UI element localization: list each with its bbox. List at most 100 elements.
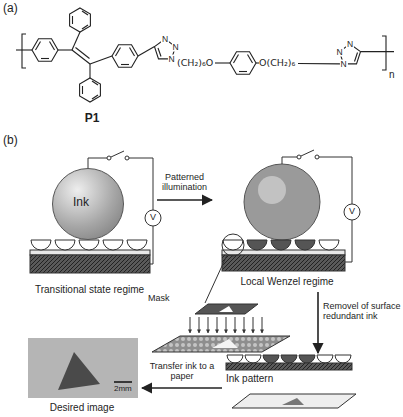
ring-double-bond <box>121 64 129 65</box>
panel-caption: Ink pattern <box>226 373 306 385</box>
benzene-ring <box>230 52 256 75</box>
ring-double-bond <box>355 53 358 62</box>
leader-line <box>205 255 227 303</box>
single-bond <box>90 56 112 64</box>
benzene-ring <box>80 78 101 102</box>
voltmeter-symbol <box>145 210 161 226</box>
ring-double-bond <box>82 86 83 94</box>
printed-pattern <box>282 398 304 405</box>
circuit-wire <box>129 158 153 210</box>
micro-cup <box>223 240 243 250</box>
single-bond <box>58 49 72 50</box>
ring-double-bond <box>41 58 49 59</box>
micro-cup <box>319 240 339 250</box>
ring-double-bond <box>36 42 41 51</box>
substrate-layer <box>30 250 150 255</box>
single-bond <box>215 62 230 63</box>
illuminated-area <box>212 339 238 348</box>
regime-panel: Transitional state regime Ink <box>22 152 157 300</box>
regime-panel: Local Wenzel regime <box>212 152 362 292</box>
meter-label: V <box>150 213 156 222</box>
switch-lever <box>111 151 124 157</box>
voltmeter-symbol <box>344 204 360 220</box>
polymer-bracket <box>22 34 26 68</box>
micro-cup <box>103 240 123 250</box>
panel-caption: Desired image <box>22 402 142 414</box>
light-ray <box>262 317 263 333</box>
benzene-ring <box>112 45 138 68</box>
panel-caption: Transitional state regime <box>22 284 157 296</box>
light-ray <box>244 317 245 333</box>
filled-cup <box>295 240 315 250</box>
photo-mask <box>195 304 258 314</box>
single-bond <box>256 62 259 63</box>
benzene-ring <box>70 8 91 32</box>
ring-double-bond <box>92 81 98 85</box>
ring-double-bond <box>248 55 253 64</box>
switch-contact <box>297 155 301 159</box>
process-arrow <box>157 199 212 201</box>
ring-double-bond <box>158 48 161 57</box>
filled-cup <box>263 355 279 363</box>
single-bond <box>138 47 155 56</box>
photo <box>28 338 138 398</box>
ring-double-bond <box>234 55 239 64</box>
micro-cup <box>227 355 243 363</box>
circuit-wire <box>150 226 153 264</box>
scale-bar <box>114 381 132 383</box>
mask-label: Mask <box>148 294 170 303</box>
substrate <box>222 255 345 271</box>
atom-label: N <box>339 59 347 68</box>
switch-lever <box>301 150 314 156</box>
filled-cup <box>299 355 315 363</box>
repeat-index: n <box>389 70 395 81</box>
zoom-circle <box>222 234 244 256</box>
ink-droplet: Ink <box>52 168 124 240</box>
printed-triangle <box>58 352 100 390</box>
atom-label: N <box>161 35 169 44</box>
single-bond <box>298 63 340 65</box>
micro-cup <box>127 240 147 250</box>
substrate <box>30 255 150 273</box>
pattern-panel: Ink pattern <box>222 353 360 413</box>
single-bond <box>361 51 395 52</box>
ring-double-bond <box>72 16 73 24</box>
droplet-label: Ink <box>59 196 103 210</box>
light-ray <box>208 317 209 333</box>
single-bond <box>16 49 32 50</box>
atom-label: N <box>335 47 343 56</box>
switch-contact <box>107 156 111 160</box>
circuit-wire <box>282 157 297 164</box>
paper-sheet <box>232 394 356 408</box>
meter-label: V <box>349 207 355 216</box>
benzene-ring <box>32 39 58 62</box>
circuit-wire <box>345 220 352 262</box>
ring-double-bond <box>82 11 88 15</box>
micro-cup <box>55 240 75 250</box>
filled-cup <box>281 355 297 363</box>
circuit-wire <box>88 158 107 168</box>
process-arrow <box>142 387 222 389</box>
process-arrow <box>317 292 319 353</box>
ring-double-bond <box>239 71 247 72</box>
filled-cup <box>271 240 291 250</box>
panel-letter: (b) <box>3 134 18 147</box>
micro-cup <box>317 355 333 363</box>
ring-double-bond <box>50 42 55 51</box>
ring-double-bond <box>92 95 98 99</box>
ring-double-bond <box>130 48 135 57</box>
atom-label: N <box>346 40 354 49</box>
chain-label: (CH₂)₆O <box>177 58 213 68</box>
scale-label: 2mm <box>114 385 132 393</box>
light-ray <box>199 317 200 333</box>
image-panel: Desired image <box>22 336 142 416</box>
atom-label: N <box>167 54 175 63</box>
atom-label: N <box>171 42 179 51</box>
mask-opening <box>219 306 233 312</box>
double-bond <box>76 48 90 59</box>
micro-cup <box>79 240 99 250</box>
substrate <box>226 363 352 370</box>
light-ray <box>226 317 227 333</box>
step-label: Patterned illumination <box>155 172 215 192</box>
